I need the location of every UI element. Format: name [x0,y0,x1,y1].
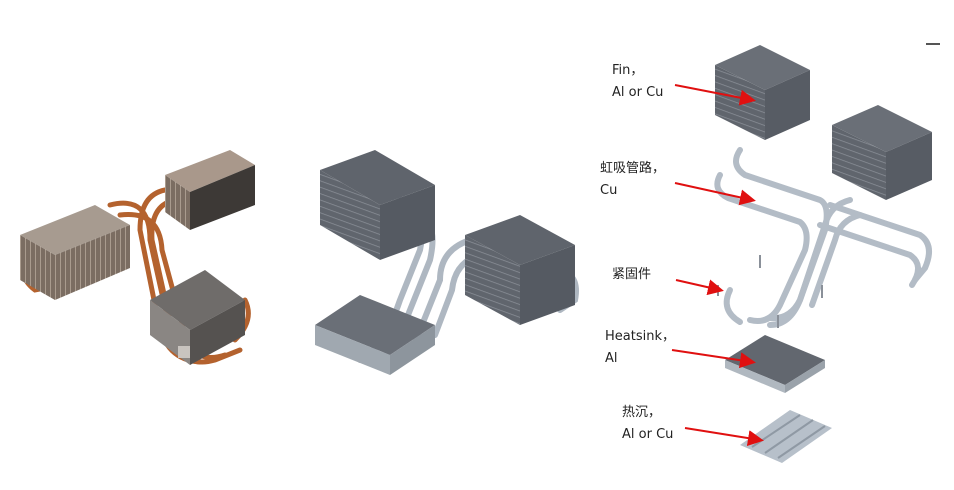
heat-spreader-plate [740,410,832,463]
label-heatsink-line1: Heatsink， [605,329,675,344]
label-heat-spreader-line1: 热沉， [622,405,662,420]
fin-block-2 [832,105,932,200]
siphon-pipes [714,147,932,328]
label-fastener-line1: 紧固件 [612,267,652,282]
label-fastener: 紧固件 [612,264,651,286]
arrow-fastener [675,279,724,296]
label-siphon-line2: Cu [600,183,618,198]
label-heat-spreader-line2: Al or Cu [622,427,674,442]
callout-arrows [671,84,764,447]
arrow-heatsink [671,349,756,369]
assembly-render [315,150,579,375]
exploded-view [714,45,932,463]
copper-assembly-photo [20,150,255,365]
heatsink [725,335,825,393]
label-siphon-line1: 虹吸管路， [600,161,666,176]
label-fin-line1: Fin， [612,63,644,78]
label-fin-line2: Al or Cu [612,85,664,100]
arrow-siphon [674,182,756,206]
label-siphon: 虹吸管路， Cu [600,158,665,202]
label-heatsink: Heatsink， Al [605,326,675,370]
label-heatsink-line2: Al [605,351,618,366]
label-heat-spreader: 热沉， Al or Cu [622,402,673,446]
arrow-heat-spreader [684,427,764,447]
arrow-fin [674,84,756,106]
fin-block-1 [715,45,810,140]
label-fin: Fin， Al or Cu [612,60,663,104]
